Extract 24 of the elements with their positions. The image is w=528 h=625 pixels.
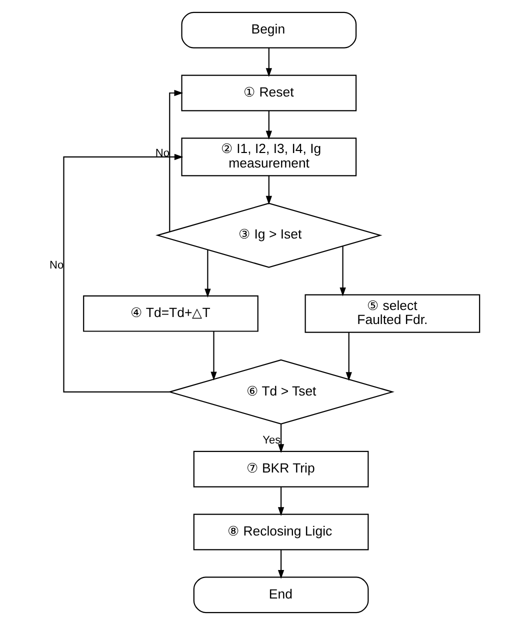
arrow bbox=[277, 550, 284, 579]
node-box: ② I1, I2, I3, I4, Ig measurement bbox=[180, 138, 356, 176]
arrow bbox=[339, 246, 346, 296]
node-box: End bbox=[192, 576, 368, 614]
node-diamond: ⑥ Td > Tset bbox=[167, 359, 394, 424]
node-box: ⑤ select Faulted Fdr. bbox=[304, 294, 480, 333]
arrow bbox=[210, 331, 216, 381]
arrow bbox=[265, 48, 272, 77]
node-box: ① Reset bbox=[180, 74, 356, 112]
node-box: ⑦ BKR Trip bbox=[192, 450, 368, 488]
arrow bbox=[277, 424, 284, 453]
arrow bbox=[265, 110, 272, 140]
edge-label: No bbox=[154, 148, 170, 160]
node-box: ⑧ Reclosing Ligic bbox=[192, 514, 368, 550]
arrow bbox=[204, 250, 210, 298]
edge-label: Yes bbox=[262, 434, 280, 446]
arrow bbox=[168, 90, 183, 232]
node-box: ④ Td=Td+△T bbox=[82, 295, 258, 332]
node-diamond: ③ Ig > Iset bbox=[155, 202, 382, 268]
arrow bbox=[277, 486, 284, 516]
node-box: Begin bbox=[180, 12, 356, 48]
arrow bbox=[345, 332, 352, 381]
arrow bbox=[265, 176, 272, 205]
arrow bbox=[62, 154, 183, 392]
